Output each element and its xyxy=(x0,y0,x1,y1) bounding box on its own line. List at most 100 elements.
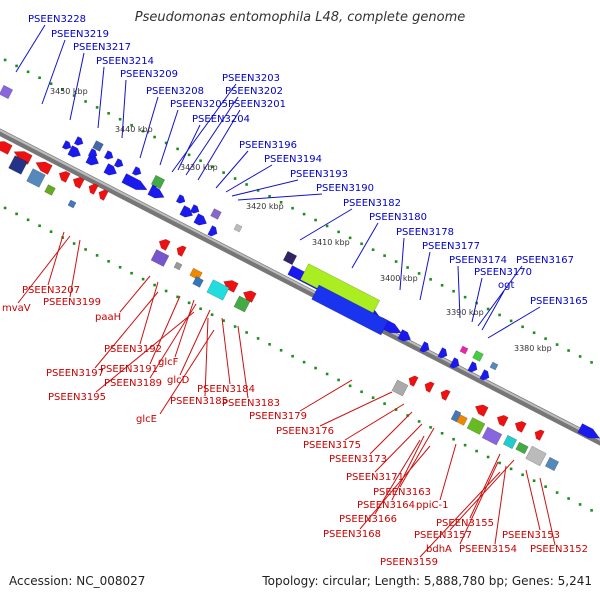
gene-block xyxy=(311,284,389,336)
callout-line xyxy=(94,291,159,369)
tick-dot xyxy=(222,319,225,322)
callout-line xyxy=(419,471,501,558)
gene-box xyxy=(0,84,14,100)
kbp-label: 3420 kbp xyxy=(246,202,284,211)
tick-dot xyxy=(61,88,64,91)
gene-label: PSEEN3196 xyxy=(239,140,297,151)
tick-dot xyxy=(199,159,202,163)
callout-line xyxy=(487,306,541,339)
callout-line xyxy=(525,469,541,531)
callout-line xyxy=(15,24,46,73)
callout-line xyxy=(319,391,393,427)
tick-dot xyxy=(84,248,87,251)
gene-box xyxy=(189,267,203,281)
callout-line xyxy=(359,445,431,530)
gene-label: PSEEN3219 xyxy=(51,29,109,40)
callout-line xyxy=(159,109,179,166)
gene-label: bdhA xyxy=(426,544,452,555)
tick-dot xyxy=(95,254,99,257)
gene-block xyxy=(92,140,104,152)
gene-arrow xyxy=(534,429,545,441)
gene-block xyxy=(233,295,251,313)
gene-arrow xyxy=(223,280,239,293)
gene-shape xyxy=(179,205,194,218)
tick-dot xyxy=(532,479,536,483)
tick-dot xyxy=(49,82,53,85)
callout-line xyxy=(41,39,66,105)
gene-shape xyxy=(534,429,545,441)
gene-label: PSEEN3192 xyxy=(104,344,162,355)
gene-label: PSEEN3176 xyxy=(276,426,334,437)
tick-dot xyxy=(383,254,386,257)
gene-block xyxy=(282,250,298,266)
gene-label: glcD xyxy=(167,375,190,386)
tick-dot xyxy=(107,260,110,263)
tick-dot xyxy=(406,266,409,269)
gene-label: PSEEN3183 xyxy=(222,398,280,409)
gene-shape xyxy=(223,280,239,293)
callout-line xyxy=(477,265,523,327)
gene-label: PSEEN3204 xyxy=(192,114,250,125)
tick-dot xyxy=(486,455,490,459)
gene-box xyxy=(44,184,56,196)
tick-dot xyxy=(417,420,421,423)
tick-dot xyxy=(348,236,352,240)
gene-arrow xyxy=(67,145,82,158)
gene-box xyxy=(26,168,46,188)
gene-box xyxy=(515,441,529,455)
callout-line xyxy=(185,96,239,176)
gene-block xyxy=(26,168,46,188)
gene-label: PSEEN3201 xyxy=(228,99,286,110)
gene-shape xyxy=(437,347,448,359)
callout-line xyxy=(439,443,457,501)
gene-shape xyxy=(103,150,114,160)
gene-shape xyxy=(577,423,600,439)
callout-line xyxy=(459,461,499,545)
callout-line xyxy=(95,311,195,393)
gene-block xyxy=(472,350,484,362)
gene-label: PSEEN3179 xyxy=(249,411,307,422)
gene-label: PSEEN3163 xyxy=(373,487,431,498)
gene-shape xyxy=(449,357,460,369)
kbp-label: 3400 kbp xyxy=(380,274,418,283)
gene-block xyxy=(233,223,243,233)
gene-label: PSEEN3214 xyxy=(96,56,154,67)
callout-line xyxy=(539,477,556,546)
backbone-highlight xyxy=(0,129,600,441)
tick-dot xyxy=(130,123,133,127)
gene-shape xyxy=(419,341,430,353)
callout-line xyxy=(299,208,353,241)
gene-label: PSEEN3175 xyxy=(303,440,361,451)
gene-arrow xyxy=(424,381,435,393)
tick-dot xyxy=(38,224,41,228)
gene-block xyxy=(206,279,230,301)
tick-dot xyxy=(256,189,260,192)
backbone-line xyxy=(0,128,600,446)
tick-dot xyxy=(176,147,179,151)
gene-block xyxy=(189,267,203,281)
tick-dot xyxy=(578,355,582,358)
gene-shape xyxy=(424,381,435,393)
tick-dot xyxy=(567,349,570,352)
gene-box xyxy=(150,174,166,190)
tick-dot xyxy=(291,354,294,358)
gene-shape xyxy=(67,145,82,158)
gene-arrow xyxy=(479,369,490,381)
tick-dot xyxy=(153,135,156,139)
gene-shape xyxy=(72,176,85,189)
callout-line xyxy=(177,124,201,171)
callout-line xyxy=(139,281,159,345)
kbp-label: 3450 kbp xyxy=(50,87,88,96)
gene-shape xyxy=(496,414,509,427)
tick-dot xyxy=(383,402,386,405)
callout-line xyxy=(391,435,425,501)
gene-block xyxy=(67,199,77,209)
gene-label: PSEEN3203 xyxy=(222,73,280,84)
tick-dot xyxy=(440,283,444,287)
tick-dot xyxy=(578,503,582,506)
gene-block xyxy=(481,426,503,446)
tick-dot xyxy=(245,183,248,186)
tick-dot xyxy=(371,396,375,400)
tick-dot xyxy=(49,230,53,233)
tick-dot xyxy=(15,212,18,216)
